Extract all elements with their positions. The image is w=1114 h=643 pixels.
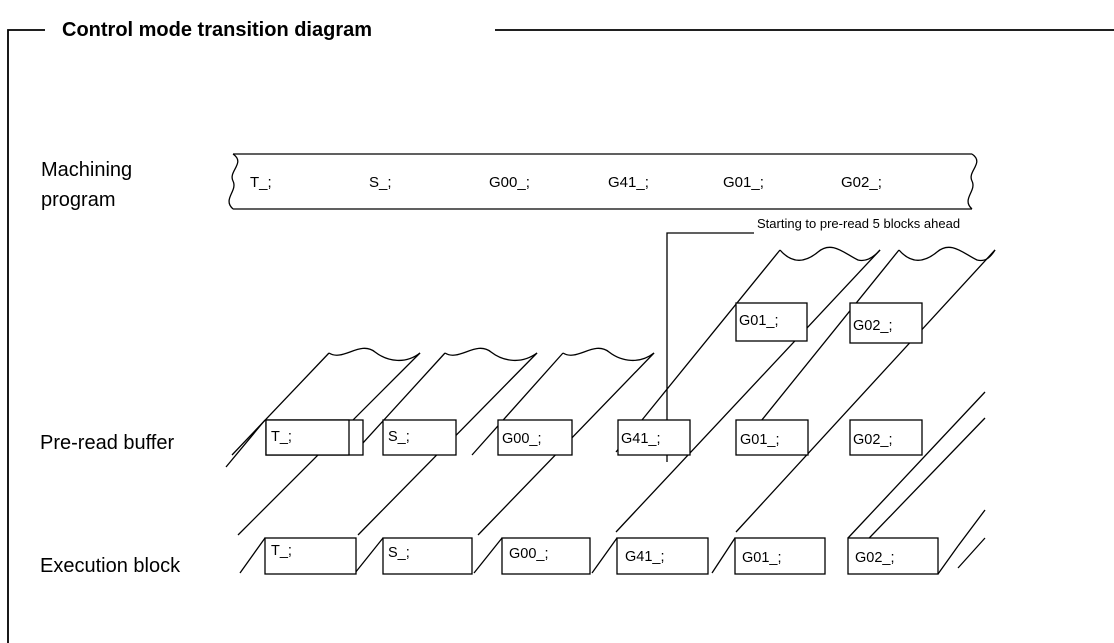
program-block-5: G01_;	[723, 174, 764, 191]
execution-block-row	[239, 537, 959, 575]
execution-block-1: T_;	[271, 543, 292, 559]
upper-buffer-block-2: G02_;	[853, 318, 893, 334]
execution-block-4: G41_;	[625, 549, 665, 565]
diagram-title: Control mode transition diagram	[62, 19, 372, 41]
tape-column-5	[615, 246, 881, 533]
execution-block-3: G00_;	[509, 546, 549, 562]
execution-block-6: G02_;	[855, 550, 895, 566]
preread-block-4: G41_;	[621, 431, 661, 447]
preread-block-1: T_;	[271, 429, 292, 445]
program-block-3: G00_;	[489, 174, 530, 191]
preread-annotation: Starting to pre-read 5 blocks ahead	[757, 216, 960, 231]
upper-buffer-box-2	[849, 302, 923, 344]
program-block-6: G02_;	[841, 174, 882, 191]
preread-block-2: S_;	[388, 429, 410, 445]
preread-buffer-label: Pre-read buffer	[40, 432, 174, 454]
program-block-2: S_;	[369, 174, 392, 191]
machining-program-label-line2: program	[41, 189, 115, 211]
tape-column-6	[735, 246, 996, 533]
preread-block-6: G02_;	[853, 432, 893, 448]
machining-program-label-line1: Machining	[41, 159, 132, 181]
preread-block-5: G01_;	[740, 432, 780, 448]
preread-callout-line	[666, 232, 754, 462]
execution-block-2: S_;	[388, 545, 410, 561]
diagram-frame	[7, 29, 45, 643]
tape-lower-diagonals	[847, 391, 986, 569]
program-block-1: T_;	[250, 174, 272, 191]
upper-buffer-block-1: G01_;	[739, 313, 779, 329]
upper-buffer-box-1	[735, 302, 808, 342]
execution-block-5: G01_;	[742, 550, 782, 566]
execution-block-label: Execution block	[40, 555, 181, 577]
program-block-4: G41_;	[608, 174, 649, 191]
preread-block-3: G00_;	[502, 431, 542, 447]
preread-buffer-row	[225, 419, 923, 468]
machining-program-tape	[228, 153, 978, 210]
